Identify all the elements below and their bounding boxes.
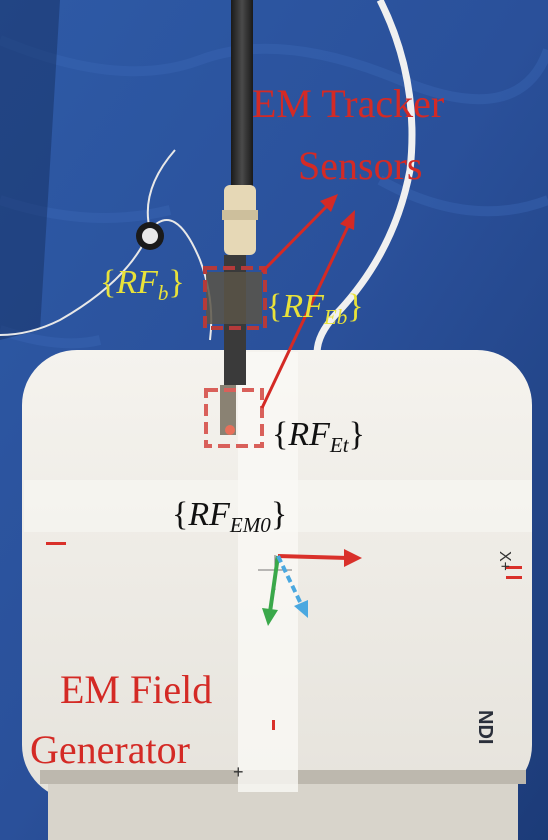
tape-strip-horizontal	[24, 480, 532, 532]
generator-label-line2: Generator	[30, 727, 190, 772]
x-plus-mark: X+	[496, 550, 514, 572]
axis-z-blue-head	[294, 600, 308, 618]
plus-mark-bottom: +	[233, 762, 244, 782]
arrow-tip-to-label	[260, 221, 352, 409]
edge-mark-left	[46, 542, 66, 545]
edge-mark-right-2	[506, 576, 522, 579]
center-mark-bottom	[272, 720, 275, 730]
frame-label-rf-b: {RFb}	[100, 264, 185, 306]
instrument-sleeve-band	[222, 210, 258, 220]
frame-label-rf-em0: {RFEM0}	[172, 496, 288, 538]
axis-y-green	[268, 555, 280, 613]
generator-label-line1: EM Field	[60, 667, 213, 712]
instrument-tip	[220, 385, 236, 435]
tracker-label-line1: EM Tracker	[252, 81, 445, 126]
ndi-logo: NDI	[474, 710, 496, 745]
cable-connector-ring	[142, 228, 158, 244]
sensor-cable-right	[313, 0, 416, 383]
axis-y-green-head	[262, 608, 278, 626]
instrument-tip-light	[225, 425, 235, 435]
axis-x-red	[277, 554, 349, 560]
axis-x-red-head	[344, 549, 362, 567]
drape-shadow	[0, 0, 60, 340]
sensor-cable-left	[0, 149, 176, 336]
tracker-label-line2: Sensors	[298, 143, 423, 188]
instrument-shaft-upper	[231, 0, 253, 190]
drape-folds	[0, 35, 548, 349]
sensor-box-base	[203, 266, 267, 330]
arrow-base-to-label	[260, 201, 332, 274]
instrument-sensor-base	[206, 272, 262, 324]
arrow-tip-head	[340, 210, 355, 230]
axis-z-blue	[276, 555, 304, 607]
frame-label-rf-et: {RFEt}	[272, 416, 365, 458]
frame-label-rf-eb: {RFEb}	[266, 288, 364, 330]
tape-strip-vertical	[238, 352, 298, 792]
edge-mark-right-1	[506, 566, 522, 569]
sensor-box-tip	[204, 388, 264, 448]
arrow-base-head	[320, 194, 338, 212]
